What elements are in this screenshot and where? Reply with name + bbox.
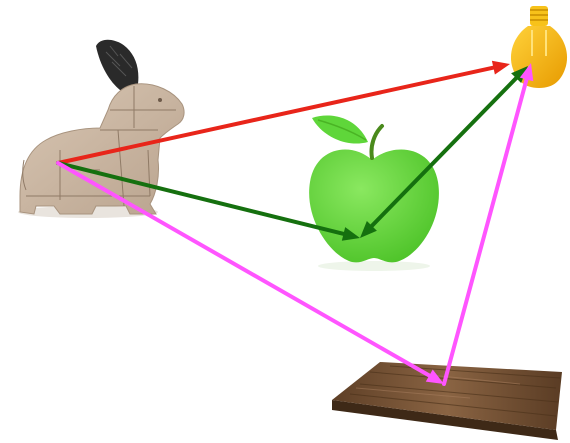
diagram-canvas	[0, 0, 570, 443]
